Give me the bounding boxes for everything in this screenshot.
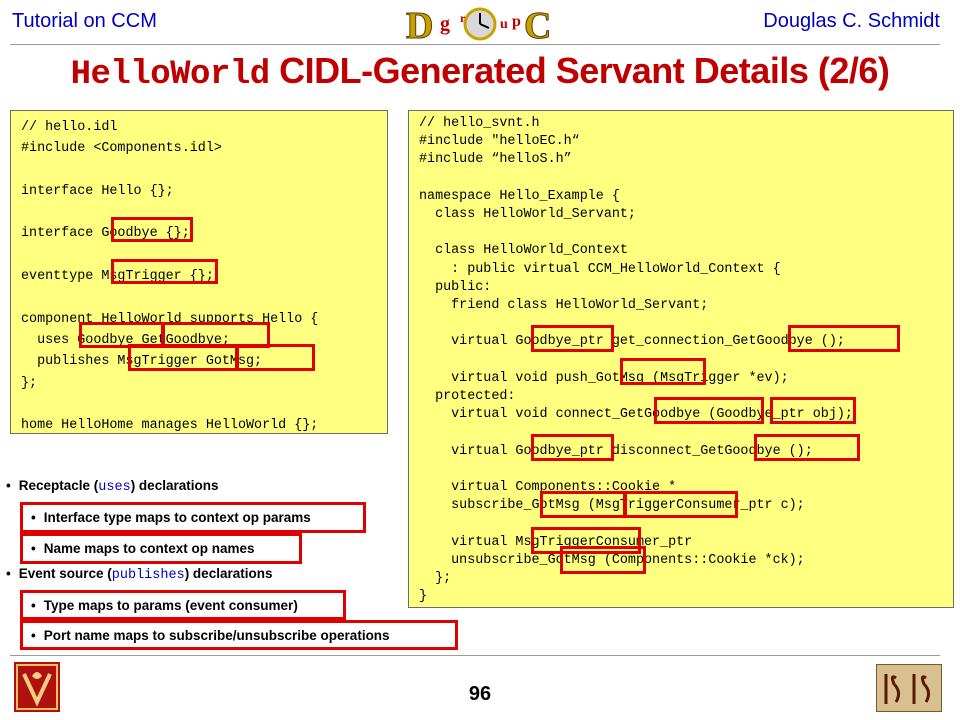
title-text: CIDL-Generated Servant Details (2/6) [269,50,890,91]
sub-bullet-type-maps: Type maps to params (event consumer) [20,590,346,620]
servant-code-line: #include "helloEC.h“ [419,134,580,150]
highlight-msgtriggerconsumer-return [531,527,641,554]
servant-code-line: }; [435,571,452,587]
idl-code-line: publishes MsgTrigger GotMsg; [37,354,263,370]
header-tutorial-title: Tutorial on CCM [12,10,157,32]
highlight-disconnect-getgoodbye [754,434,860,461]
sub-bullet-name-maps: Name maps to context op names [20,533,302,564]
servant-code-line: unsubscribe_GotMsg (Components::Cookie *… [451,552,805,568]
highlight-gotmsg-name [236,344,315,371]
logo-letter-g: g [440,13,450,35]
bullet-publishes-keyword: publishes [111,568,185,583]
highlight-msgtriggerconsumer-param [624,491,738,518]
servant-code-line: // hello_svnt.h [419,116,540,131]
servant-code-line: virtual Goodbye_ptr get_connection_GetGo… [451,334,845,350]
vanderbilt-logo [14,662,60,712]
bullet-receptacle-declarations: Receptacle (uses) declarations [6,478,219,495]
servant-code-line: virtual Goodbye_ptr disconnect_GetGoodby… [451,443,813,459]
highlight-goodbye-ptr-obj [770,397,856,424]
highlight-get-connection-getgoodbye [788,325,900,352]
bullet-receptacle-text: Receptacle ( [18,478,99,493]
doc-group-logo: D g r u p C [406,5,552,45]
highlight-unsubscribe-gotmsg [560,546,646,574]
footer-divider [10,655,940,656]
servant-code-line: #include “helloS.h” [419,152,572,168]
logo-letter-p: p [512,13,521,30]
idl-code-line: }; [21,375,38,391]
page-number: 96 [468,683,492,705]
servant-code-line: : public virtual CCM_HelloWorld_Context … [451,261,781,277]
sub-bullet-port-name-maps-text: Port name maps to subscribe/unsubscribe … [43,628,390,643]
servant-code-line: class HelloWorld_Servant; [435,207,636,223]
sub-bullet-interface-type-text: Interface type maps to context op params [43,510,311,525]
servant-code-line: subscribe_GotMsg (MsgTriggerConsumer_ptr… [451,498,805,514]
idl-code-line: component HelloWorld supports Hello { [21,311,319,327]
bullet-event-text: Event source ( [18,566,112,581]
servant-code-line: virtual void connect_GetGoodbye (Goodbye… [451,407,853,423]
highlight-goodbye-interface [111,217,193,242]
highlight-subscribe-gotmsg [540,491,626,518]
bullet-event-text-end: ) declarations [184,566,273,581]
header-divider [10,44,940,45]
idl-code-line: interface Goodbye {}; [21,226,190,242]
servant-code-line: protected: [435,389,516,405]
servant-code-line: namespace Hello_Example { [419,188,620,204]
bullet-uses-keyword: uses [98,480,131,495]
sub-bullet-name-maps-text: Name maps to context op names [43,541,255,556]
slide-title: HelloWorld CIDL-Generated Servant Detail… [0,50,960,94]
servant-code-line: public: [435,279,492,295]
highlight-goodbye-ptr-1 [531,325,614,352]
sub-bullet-interface-type: Interface type maps to context op params [20,502,366,533]
highlight-msgtrigger-eventtype [111,259,218,284]
logo-letter-r: r [460,11,466,25]
svg-text:D: D [406,5,433,44]
logo-letter-u: u [500,17,508,32]
idl-code-line: interface Hello {}; [21,183,174,199]
sub-bullet-type-maps-text: Type maps to params (event consumer) [43,598,298,613]
servant-code-line: virtual MsgTriggerConsumer_ptr [451,534,693,550]
highlight-push-gotmsg [620,358,706,385]
servant-code-line: virtual void push_GotMsg (MsgTrigger *ev… [451,370,789,386]
servant-code-line: friend class HelloWorld_Servant; [451,298,709,314]
servant-code-line: } [419,589,428,605]
servant-code-line: class HelloWorld_Context [435,243,628,259]
bullet-receptacle-text-end: ) declarations [130,478,219,493]
sub-bullet-port-name-maps: Port name maps to subscribe/unsubscribe … [20,620,458,650]
idl-code-line: // hello.idl [21,120,118,135]
idl-code-line: home HelloHome manages HelloWorld {}; [21,418,319,434]
idl-code-block: // hello.idl #include <Components.idl> i… [10,110,388,434]
idl-code-line: #include <Components.idl> [21,141,222,157]
isis-logo [876,664,942,712]
bullet-event-source-declarations: Event source (publishes) declarations [6,566,273,583]
title-code: HelloWorld [70,56,271,94]
highlight-connect-getgoodbye [654,397,764,424]
idl-code-line: eventtype MsgTrigger {}; [21,269,214,285]
highlight-publishes-msgtrigger [128,344,238,371]
highlight-goodbye-ptr-2 [531,434,614,461]
header-author: Douglas C. Schmidt [763,10,940,32]
svg-text:C: C [524,5,551,44]
